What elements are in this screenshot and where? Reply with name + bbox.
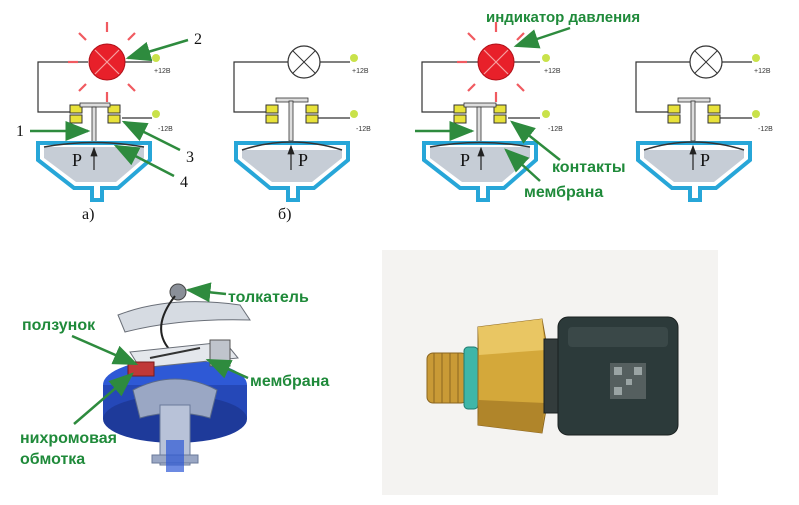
plus-12v-label: +12В — [544, 68, 561, 75]
contact-pads-icon — [453, 102, 507, 124]
callout-number-4: 4 — [180, 174, 188, 191]
sensor-housing-icon — [422, 141, 538, 202]
terminal-dot-icon — [752, 110, 760, 118]
membrane-label: мембрана — [524, 184, 603, 201]
caption-b: б) — [278, 206, 291, 223]
sensor-housing-icon — [234, 141, 350, 202]
callout-number-2: 2 — [194, 31, 202, 48]
brass-hex-body-icon — [477, 318, 553, 434]
diagram-d: +12В -12В P — [635, 45, 773, 202]
caption-a: а) — [82, 206, 94, 223]
plus-12v-label: +12В — [154, 68, 171, 75]
lamp-on-icon — [477, 43, 515, 81]
terminal-dot-icon — [350, 54, 358, 62]
contact-pads-icon — [69, 102, 121, 124]
plus-12v-label: +12В — [754, 68, 771, 75]
terminal-dot-icon — [152, 110, 160, 118]
pressure-indicator-label: индикатор давления — [486, 9, 640, 26]
terminal-dot-icon — [752, 54, 760, 62]
terminal-dot-icon — [542, 110, 550, 118]
membrane-label: мембрана — [250, 373, 329, 390]
lamp-glow-icon — [457, 22, 525, 102]
minus-12v-label: -12В — [758, 126, 773, 133]
minus-12v-label: -12В — [158, 126, 173, 133]
callout-number-1: 1 — [16, 123, 24, 140]
diagram-b: +12В -12В P б) — [233, 45, 371, 223]
connector-housing-icon — [543, 316, 679, 436]
pressure-label: P — [460, 150, 470, 170]
minus-12v-label: -12В — [356, 126, 371, 133]
slider-label: ползунок — [22, 317, 96, 334]
terminal-dot-icon — [542, 54, 550, 62]
lamp-off-icon — [287, 45, 321, 79]
terminal-dot-icon — [152, 54, 160, 62]
lamp-glow-icon — [68, 22, 136, 102]
diagram-a: +12В -12В P а) 1 2 3 4 — [16, 22, 202, 223]
nichrome-winding-icon — [127, 361, 155, 377]
winding-label-line1: нихромовая — [20, 430, 117, 447]
contact-pads-icon — [265, 97, 319, 124]
contacts-label: контакты — [552, 159, 625, 176]
pressure-sensor-photo — [382, 250, 718, 495]
thread-fitting-icon — [426, 352, 468, 404]
diagram-c: +12В -12В P индикатор давления контакты … — [415, 9, 640, 202]
rheostat-sensor-illustration: толкатель ползунок мембрана нихромовая о… — [20, 282, 329, 472]
lamp-off-icon — [689, 45, 723, 79]
terminal-dot-icon — [350, 110, 358, 118]
sensor-housing-icon — [636, 141, 752, 202]
callout-number-3: 3 — [186, 149, 194, 166]
pressure-label: P — [298, 150, 308, 170]
blue-housing-icon — [103, 359, 247, 472]
schematic-diagrams: +12В -12В P а) 1 2 3 4 — [16, 9, 773, 223]
pressure-label: P — [72, 150, 82, 170]
minus-12v-label: -12В — [548, 126, 563, 133]
pressure-label: P — [700, 150, 710, 170]
plus-12v-label: +12В — [352, 68, 369, 75]
winding-label-line2: обмотка — [20, 451, 85, 468]
seal-ring-icon — [463, 346, 479, 410]
lamp-on-icon — [88, 43, 126, 81]
pusher-label: толкатель — [228, 289, 309, 306]
